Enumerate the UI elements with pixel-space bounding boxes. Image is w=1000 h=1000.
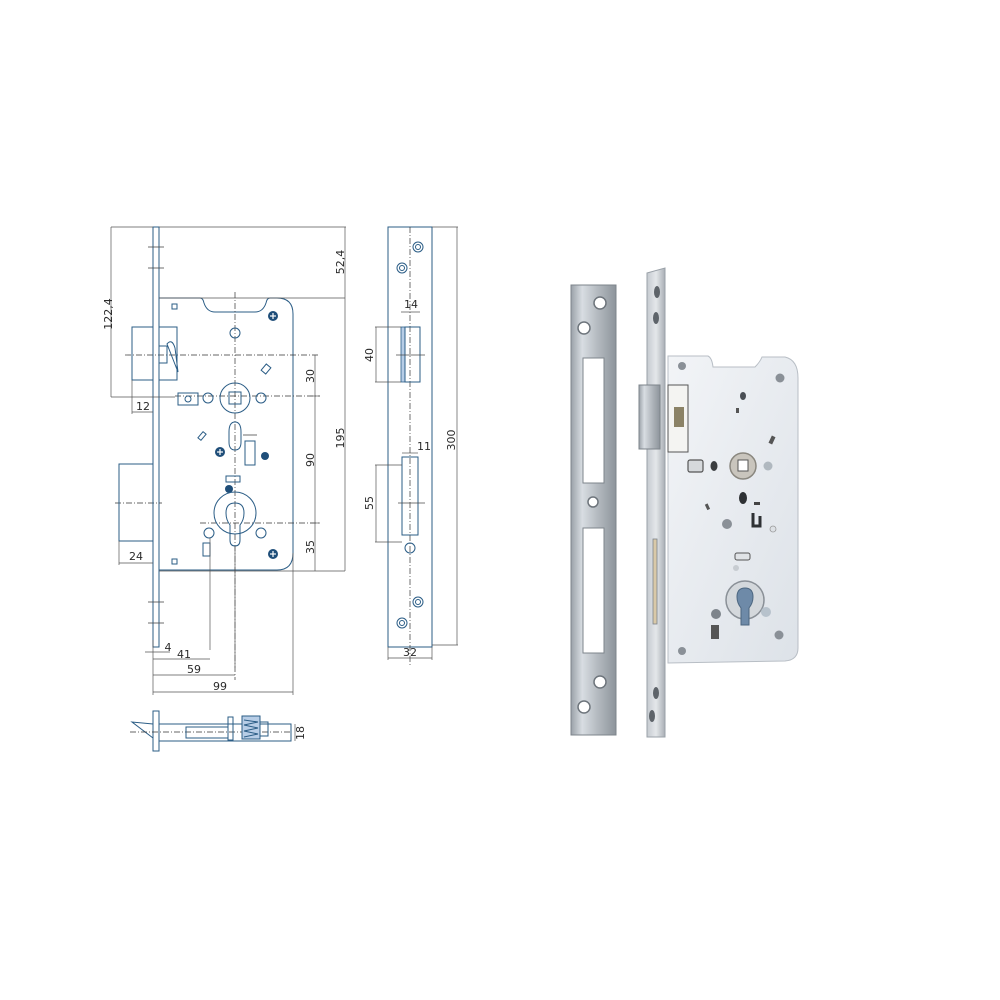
dim-300: 300 [445,430,458,451]
latch-bolt [638,384,661,450]
bottom-section-drawing: 18 [130,710,307,752]
lock-case [667,355,799,664]
dim-4: 4 [165,641,172,654]
dim-24: 24 [129,550,143,563]
dim-41: 41 [177,648,191,661]
dim-55: 55 [363,496,376,510]
dim-11: 11 [417,440,431,453]
dim-14: 14 [404,298,418,311]
dim-12: 12 [136,400,150,413]
forend-strip [152,226,160,648]
strike-plate [570,284,617,736]
forend [646,267,666,738]
dim-32: 32 [403,646,417,659]
forend-ticks [148,246,164,624]
cylinder-hole [202,491,267,557]
dim-59: 59 [187,663,201,676]
front-view-drawing: 122,4 52,4 195 30 90 35 12 24 4 41 59 99 [102,226,347,695]
dim-99: 99 [213,680,227,693]
dim-52-4: 52,4 [334,250,347,275]
case-small-marks [171,303,241,565]
keyhole-slot [197,421,257,483]
forend-screw-holes [396,241,424,629]
dim-30: 30 [304,369,317,383]
dim-18: 18 [294,726,307,740]
dead-latch-button [687,459,704,473]
dim-40: 40 [363,348,376,362]
handle-follower [177,363,272,414]
lock-case-outline [159,297,294,571]
dead-bolt [118,463,154,542]
dim-122-4: 122,4 [102,298,115,330]
dim-35: 35 [304,540,317,554]
auxiliary-latch [652,538,658,625]
dim-195: 195 [334,428,347,449]
latch-bolt [131,326,179,381]
lock-product-photo [570,267,799,738]
cylinder-hole [725,580,765,626]
side-view-drawing: 14 40 11 55 300 32 [363,226,458,665]
dim-90: 90 [304,453,317,467]
